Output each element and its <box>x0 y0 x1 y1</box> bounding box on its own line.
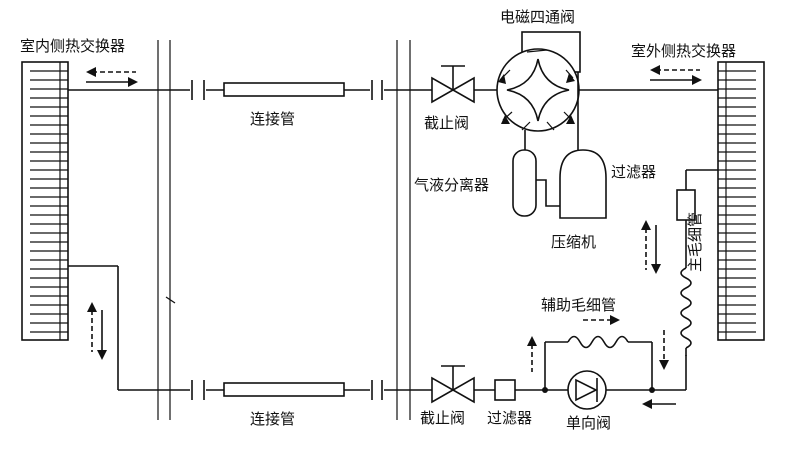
label-main-capillary: 主毛细管 <box>686 212 704 272</box>
arrow-solid-icon <box>498 74 506 84</box>
arrow-dashed-icon <box>527 336 537 346</box>
arrow-solid-icon <box>566 73 575 83</box>
stop-valve-top <box>431 65 475 104</box>
label-compressor: 压缩机 <box>551 233 596 251</box>
label-outdoor-hx: 室外侧热交换器 <box>631 42 736 60</box>
union-top-right <box>371 80 383 100</box>
compressor <box>559 149 607 219</box>
stop-valve-bottom <box>431 365 475 404</box>
flow-arrow-bottom-right <box>642 399 676 409</box>
filter-right <box>676 169 718 268</box>
arrow-dashed-icon <box>610 315 620 325</box>
arrow-solid-icon <box>128 77 138 87</box>
union-bottom-left <box>191 380 205 400</box>
connecting-pipe-top <box>223 82 345 97</box>
label-indoor-hx: 室内侧热交换器 <box>20 37 125 55</box>
wall-right <box>396 40 411 420</box>
label-filter-bottom: 过滤器 <box>487 409 532 427</box>
flow-arrows-top-left <box>86 67 138 87</box>
four-way-valve <box>496 31 581 132</box>
wall-left <box>157 40 176 420</box>
union-top-left <box>191 80 205 100</box>
label-connecting-pipe-top: 连接管 <box>250 110 295 128</box>
connecting-pipe-bottom <box>223 382 345 397</box>
arrow-dashed-icon <box>650 65 660 75</box>
indoor-heat-exchanger <box>21 61 69 341</box>
label-connecting-pipe-bottom: 连接管 <box>250 410 295 428</box>
union-bottom-right <box>371 380 383 400</box>
gas-liquid-separator <box>512 149 560 217</box>
bottom-pipe <box>68 265 687 391</box>
label-gas-liquid-separator: 气液分离器 <box>414 176 489 194</box>
arrow-solid-icon <box>692 75 702 85</box>
outdoor-heat-exchanger <box>717 61 765 341</box>
flow-arrow-junction-left <box>527 336 537 372</box>
arrow-solid-icon <box>501 115 510 124</box>
check-valve <box>567 370 607 410</box>
label-aux-capillary: 辅助毛细管 <box>541 296 616 314</box>
filter-bottom <box>494 379 516 401</box>
flow-arrows-lower-left <box>87 302 107 360</box>
label-filter-right: 过滤器 <box>611 163 656 181</box>
arrow-solid-icon <box>642 399 652 409</box>
arrow-dashed-icon <box>87 302 97 312</box>
aux-capillary <box>544 335 653 390</box>
arrow-dashed-icon <box>641 220 651 230</box>
main-capillary <box>680 267 692 356</box>
arrow-solid-icon <box>566 115 575 124</box>
label-stop-valve-bottom: 截止阀 <box>420 409 465 427</box>
arrow-solid-icon <box>651 264 661 274</box>
arrow-dashed-icon <box>86 67 96 77</box>
flow-arrows-right-mid <box>641 220 661 274</box>
label-stop-valve-top: 截止阀 <box>424 114 469 132</box>
arrow-dashed-icon <box>659 360 669 370</box>
flow-arrows-top-right <box>650 65 702 85</box>
label-four-way-valve: 电磁四通阀 <box>500 8 575 26</box>
flow-arrow-junction-right <box>659 330 669 370</box>
arrow-solid-icon <box>97 350 107 360</box>
label-check-valve: 单向阀 <box>566 414 611 432</box>
flow-arrow-aux <box>583 315 620 325</box>
